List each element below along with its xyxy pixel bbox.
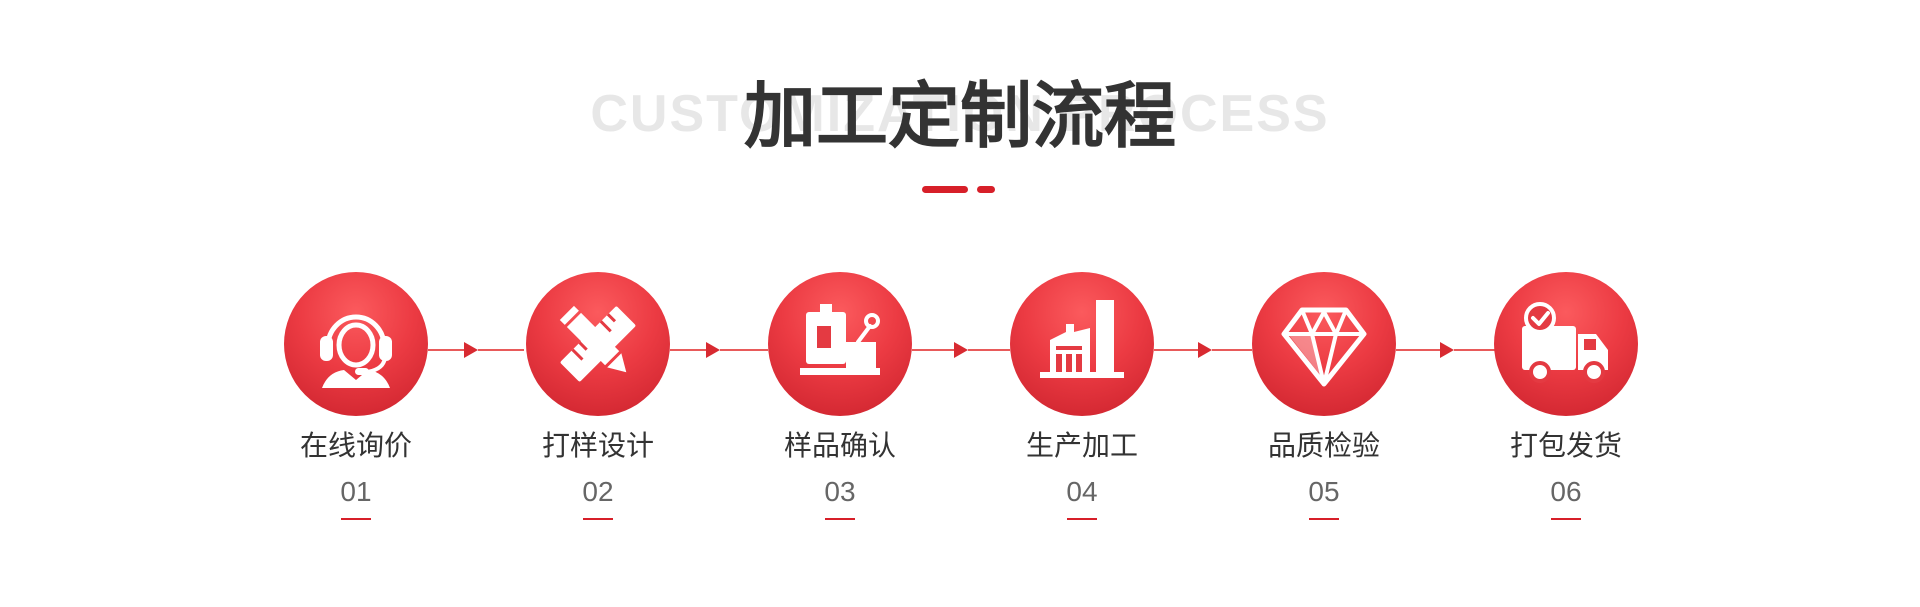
customer-service-headset-icon (320, 314, 392, 388)
connector-line (968, 349, 1010, 351)
step-underline (1309, 518, 1339, 520)
connector-line (720, 349, 768, 351)
step-circle (526, 272, 670, 416)
process-step-production: 生产加工 04 (1010, 272, 1154, 520)
sample-machine-icon (800, 304, 880, 375)
step-number: 06 (1550, 476, 1582, 507)
connector-line (912, 349, 954, 351)
factory-icon (1040, 300, 1124, 378)
connector-line (1396, 349, 1440, 351)
title-decoration-long (922, 186, 968, 193)
step-label: 样品确认 (783, 429, 896, 462)
process-step-design: 打样设计 02 (526, 272, 670, 520)
ruler-pencil-icon (559, 305, 636, 382)
title-decoration-short (977, 186, 995, 193)
step-underline (1551, 518, 1581, 520)
delivery-truck-icon (1522, 302, 1608, 383)
background-watermark-text: CUSTOMIZATION PROCESS (590, 85, 1330, 143)
process-step-inquiry: 在线询价 01 (284, 272, 428, 520)
connector-arrow (464, 342, 478, 358)
connector-arrow (954, 342, 968, 358)
step-number: 04 (1066, 476, 1098, 507)
step-circle (284, 272, 428, 416)
process-step-quality-inspection: 品质检验 05 (1252, 272, 1396, 520)
diamond-icon (1281, 307, 1367, 387)
step-label: 在线询价 (299, 429, 412, 462)
connector-line (428, 349, 464, 351)
process-step-shipping: 打包发货 06 (1494, 272, 1638, 520)
page-title: 加工定制流程 (743, 74, 1176, 158)
connector-line (478, 349, 524, 351)
connector-line (1154, 349, 1198, 351)
connector-arrow (1198, 342, 1212, 358)
step-circle (768, 272, 912, 416)
step-underline (341, 518, 371, 520)
step-label: 品质检验 (1267, 429, 1380, 462)
step-underline (825, 518, 855, 520)
step-label: 打包发货 (1509, 429, 1622, 462)
connector-arrow (1440, 342, 1454, 358)
step-number: 02 (582, 476, 614, 507)
step-circle (1494, 272, 1638, 416)
connector-arrow (706, 342, 720, 358)
step-number: 03 (824, 476, 856, 507)
connector-line (1212, 349, 1252, 351)
connector-line (1454, 349, 1496, 351)
step-circle (1010, 272, 1154, 416)
step-circle (1252, 272, 1396, 416)
connector-line (670, 349, 706, 351)
step-number: 01 (340, 476, 372, 507)
step-label: 打样设计 (541, 429, 654, 462)
process-step-sample-confirmation: 样品确认 03 (768, 272, 912, 520)
step-underline (1067, 518, 1097, 520)
step-number: 05 (1308, 476, 1340, 507)
step-underline (583, 518, 613, 520)
step-label: 生产加工 (1025, 429, 1138, 462)
